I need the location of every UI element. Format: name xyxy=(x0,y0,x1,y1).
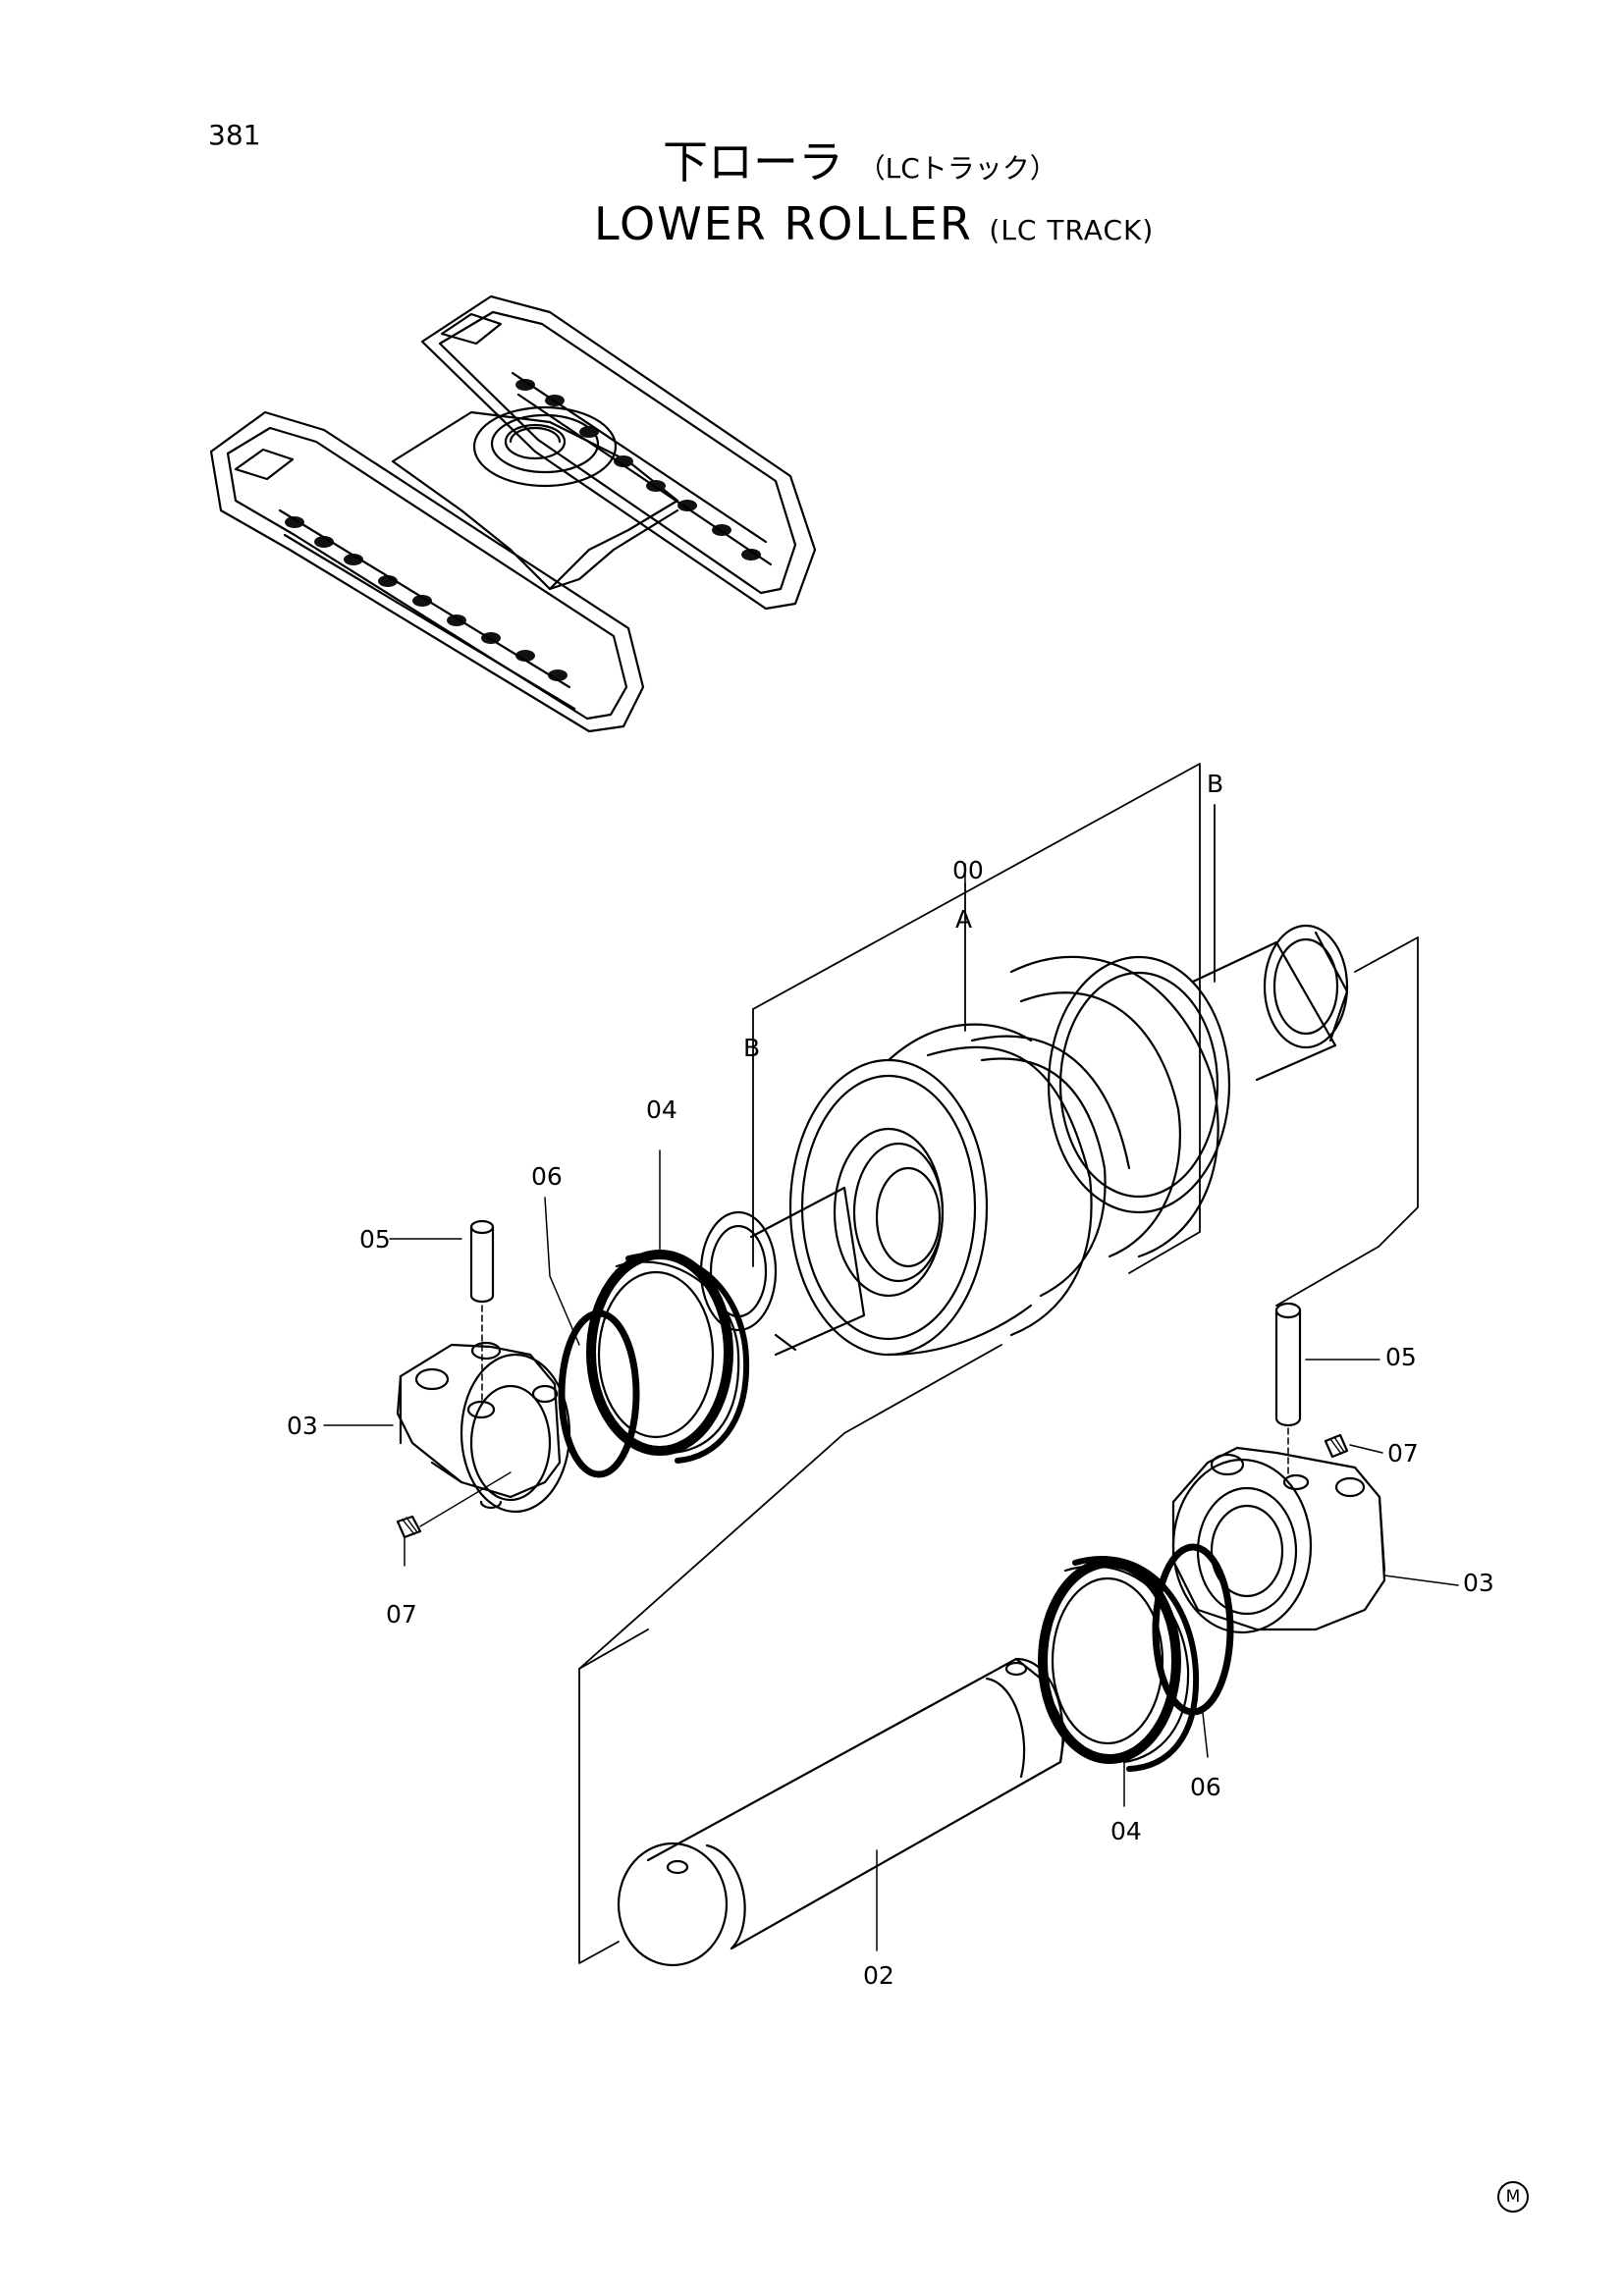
callout-05-left: 05 xyxy=(359,1225,391,1254)
callout-05-right: 05 xyxy=(1385,1343,1417,1371)
shaft xyxy=(617,1657,1067,1967)
collar-left xyxy=(396,1341,571,1514)
callout-03-left: 03 xyxy=(287,1412,318,1440)
roller-assembly xyxy=(699,924,1349,1357)
callout-07-right: 07 xyxy=(1387,1439,1419,1468)
leader-lines xyxy=(323,863,1459,1951)
title-english: LOWER ROLLER (LC TRACK) xyxy=(594,201,1154,246)
title-japanese: 下ローラ （LCトラック） xyxy=(663,139,1057,185)
callout-03-right: 03 xyxy=(1463,1569,1494,1597)
callout-06-right: 06 xyxy=(1190,1773,1221,1801)
exploded-frame xyxy=(578,763,1419,1964)
collar-right xyxy=(1171,1446,1386,1634)
circled-m-mark: M xyxy=(1497,2181,1529,2213)
title-jp-sub: （LCトラック） xyxy=(857,152,1057,185)
callout-b-left: B xyxy=(743,1034,761,1062)
pin-left xyxy=(469,1219,495,1405)
floating-seal-left xyxy=(586,1250,750,1464)
callout-07-left: 07 xyxy=(386,1600,417,1629)
callout-a: A xyxy=(955,905,973,934)
pin-right xyxy=(1274,1302,1302,1478)
floating-seal-right xyxy=(1038,1556,1200,1772)
title-en-main: LOWER ROLLER xyxy=(594,197,973,250)
title-jp-main: 下ローラ xyxy=(663,135,843,188)
page-number: 381 xyxy=(208,119,261,151)
callout-00: 00 xyxy=(952,856,984,884)
callout-04-left: 04 xyxy=(646,1095,677,1124)
callout-04-right: 04 xyxy=(1110,1817,1142,1845)
callout-06-left: 06 xyxy=(531,1162,563,1191)
callout-02: 02 xyxy=(863,1961,894,1990)
callout-b-right: B xyxy=(1207,770,1224,798)
plug-right xyxy=(1324,1433,1349,1459)
plug-left xyxy=(396,1471,512,1539)
undercarriage-overview xyxy=(209,294,817,733)
title-en-sub: (LC TRACK) xyxy=(989,214,1155,246)
